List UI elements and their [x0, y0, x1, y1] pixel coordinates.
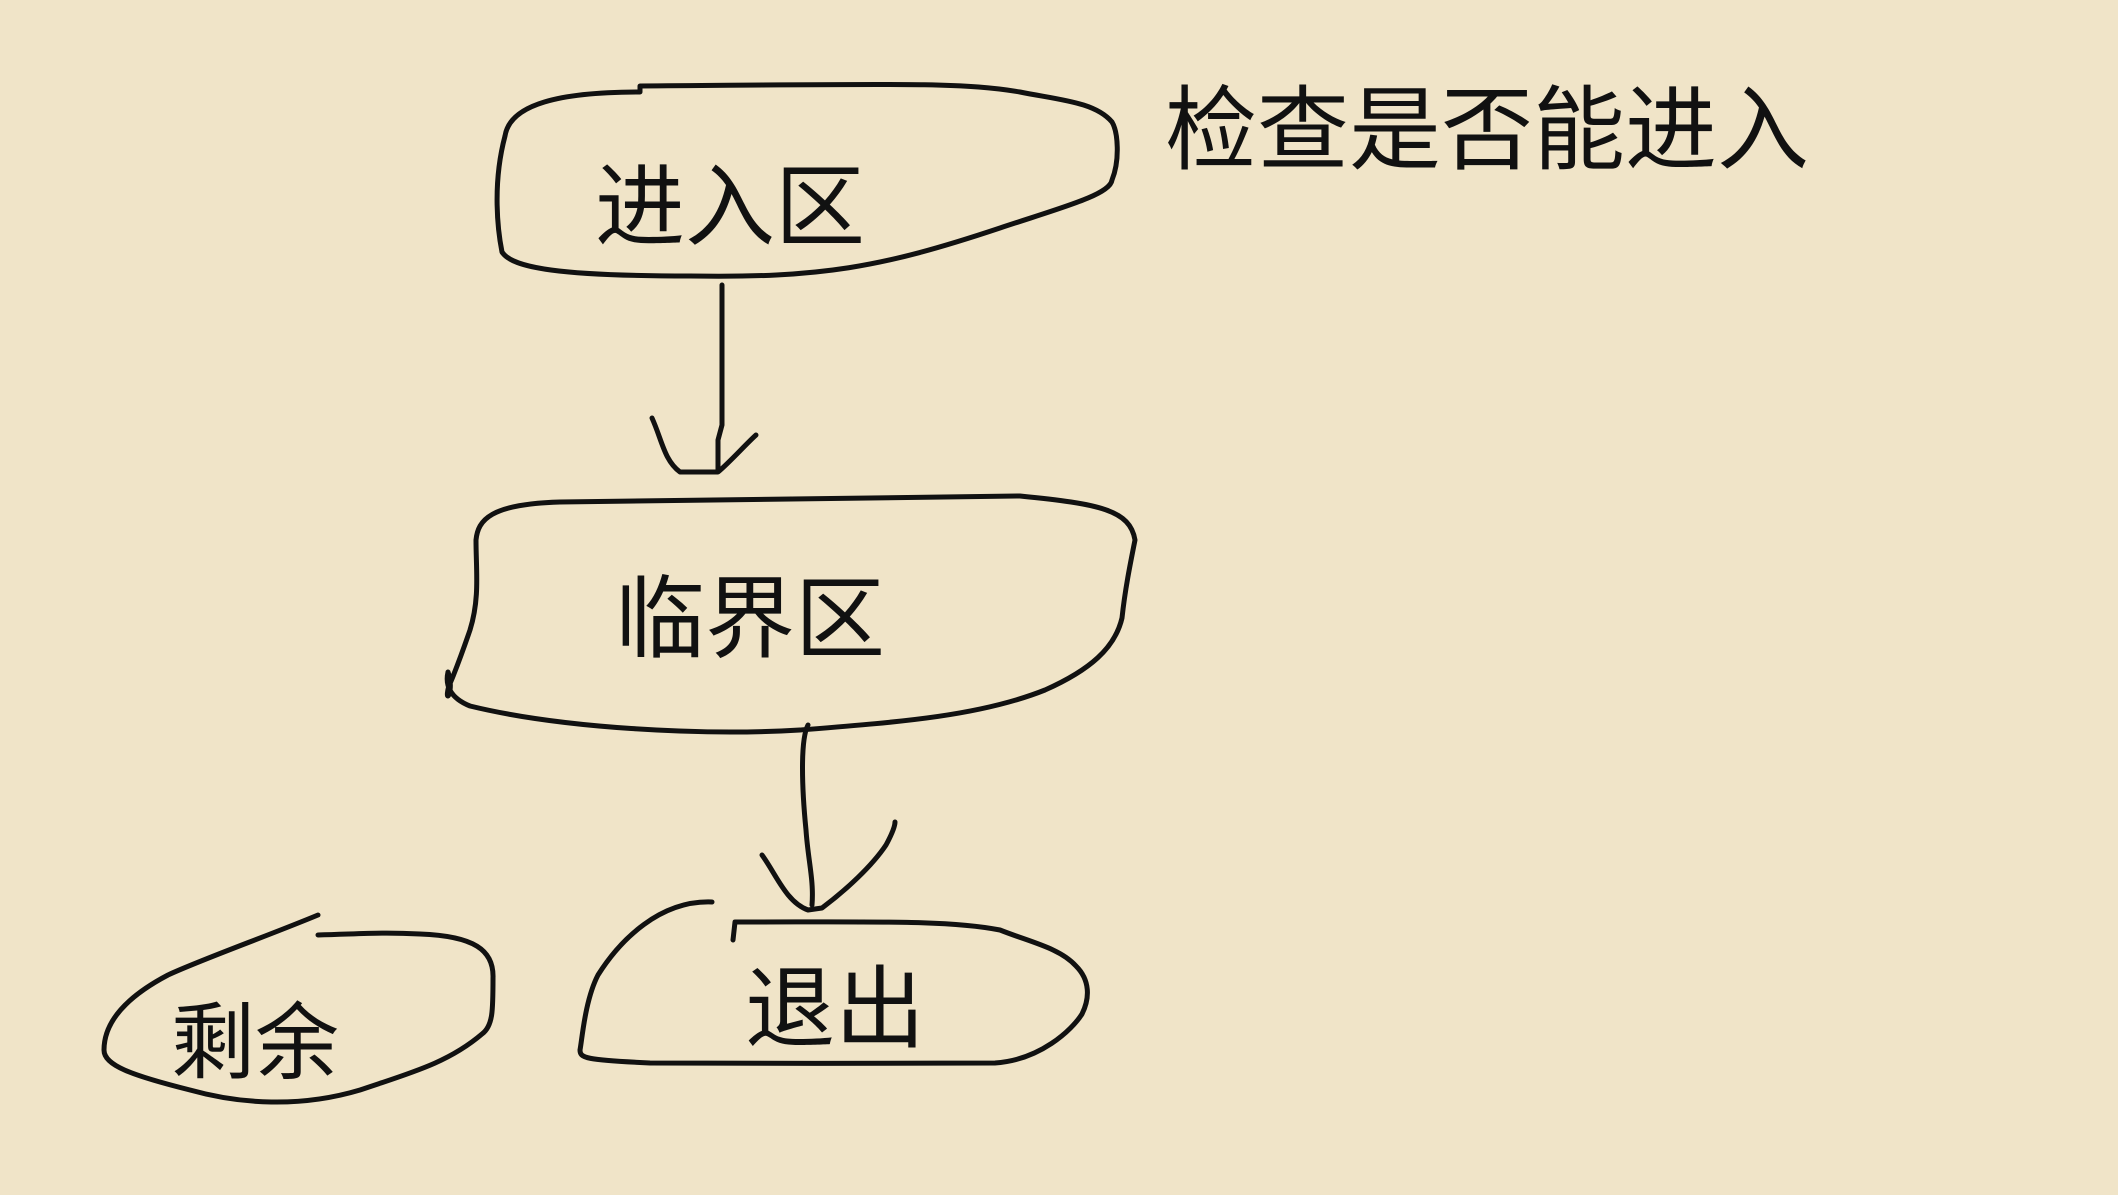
node-exit-outline	[577, 899, 1090, 1066]
node-remainder: 剩余	[101, 912, 496, 1105]
node-critical: 临界区	[444, 493, 1138, 735]
node-exit-label: 退出	[745, 957, 925, 1062]
annotation-check-entry: 检查是否能进入	[1165, 77, 1809, 184]
node-enter-outline	[494, 81, 1120, 279]
arrow-enter-to-critical-head	[649, 415, 759, 475]
node-enter: 进入区	[494, 81, 1120, 279]
arrow-enter-to-critical-shaft	[715, 282, 725, 473]
node-critical-label: 临界区	[615, 567, 885, 672]
node-exit: 退出	[577, 899, 1090, 1066]
node-critical-outline	[444, 493, 1138, 735]
node-remainder-label: 剩余	[171, 994, 339, 1092]
arrow-critical-to-exit	[759, 722, 898, 913]
arrow-critical-to-exit-head	[759, 819, 898, 913]
node-remainder-outline	[101, 912, 496, 1105]
arrow-enter-to-critical	[649, 282, 759, 475]
node-enter-label: 进入区	[595, 155, 865, 260]
arrow-critical-to-exit-shaft	[800, 722, 815, 908]
